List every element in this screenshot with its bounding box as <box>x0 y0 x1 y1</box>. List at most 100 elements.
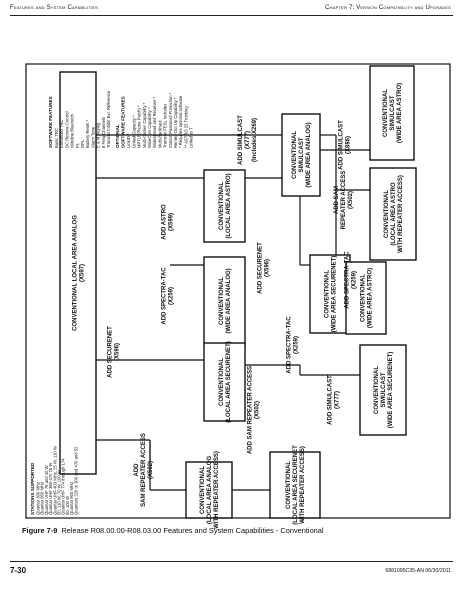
label-add-securenet-1-line-1: (X596) <box>115 343 121 361</box>
legend-software-features-item: Transmit Inhibit Ext. Reference <box>106 90 111 148</box>
footer-rule <box>10 561 453 562</box>
box-conv-local-securenet-ra-border <box>269 451 321 519</box>
box-conv-wide-astro-sc-text-line-2: (WIDE AREA ASTRO) <box>397 83 403 143</box>
legend-stations-item: Quantars 220 to 300 and 470 and 52 <box>73 446 78 515</box>
label-add-spectra-tac-2-line-1: (X259) <box>294 336 300 354</box>
legend-software-features-optional-subtitle: SOFTWARE FEATURES <box>120 96 125 148</box>
legend-stations-item: 50, 100 W <box>65 496 70 515</box>
label-add-sam-ra-right-line-2: (X502) <box>348 191 354 209</box>
legend-software-features-optional-title: OPTIONAL <box>115 124 120 148</box>
box-conv-local-analog-border <box>59 71 97 475</box>
box-conv-local-astro-text: CONVENTIONAL(LOCAL AREA ASTRO) <box>219 173 232 238</box>
box-conv-local-astro-border <box>203 169 246 243</box>
label-add-simulcast-right: ADD SIMULCAST(X886) <box>339 120 352 170</box>
legend-software-features-optional-item: Station Password Protection * <box>168 92 173 148</box>
label-add-simulcast-right-line-0: ADD SIMULCAST <box>339 120 345 170</box>
boxes-layer: CONVENTIONAL LOCAL AREA ANALOG(X597)CONV… <box>59 65 417 529</box>
box-conv-local-analog: CONVENTIONAL LOCAL AREA ANALOG(X597) <box>59 71 97 475</box>
label-add-spectra-tac-2: ADD SPECTRA-TAC(X259) <box>287 316 300 374</box>
box-conv-wide-securenet-border <box>309 254 351 334</box>
box-conv-wide-astro-border <box>345 261 387 335</box>
figure-caption: Figure 7-9 Release R08.00.00-R08.03.00 F… <box>22 526 324 535</box>
legend-software-features-item: DC Remote Control <box>64 111 69 148</box>
label-add-simulcast-bottom-line-0: ADD SIMULCAST <box>328 375 334 425</box>
legend-software-features-title: SOFTWARE FEATURES <box>48 96 53 148</box>
label-add-astro: ADD ASTRO(X599) <box>162 204 175 240</box>
box-conv-wide-securenet-text-line-1: (WIDE AREA SECURENET) <box>332 256 338 333</box>
legend-software-features-optional-item: Linked to T <box>189 127 194 148</box>
label-add-spectra-tac-1-line-0: ADD SPECTRA-TAC <box>162 267 168 325</box>
label-add-spectra-tac-2-line-0: ADD SPECTRA-TAC <box>287 316 293 374</box>
box-conv-local-securenet-ra-text-line-1: (LOCAL AREA SECURENET <box>293 445 299 525</box>
box-conv-wide-astro-text-line-1: (WIDE AREA ASTRO) <box>368 268 374 328</box>
legend-software-features-item: Basic TRC <box>54 128 59 148</box>
legend-software-features-optional-item: Linked Capacity * <box>131 115 136 148</box>
labels-layer: ADD SIMULCAST(X777)(Includes X269)ADD AS… <box>108 115 358 507</box>
box-conv-wide-astro-sc-text-line-1: SIMULCAST <box>390 95 396 130</box>
legend-software-features-optional-item: WiseCom Capability * <box>147 107 152 148</box>
document-reference: 6881095C35-AN 06/30/2011 <box>385 568 451 574</box>
label-add-simulcast-top-line-0: ADD SIMULCAST <box>238 115 244 165</box>
box-conv-local-astro: CONVENTIONAL(LOCAL AREA ASTRO) <box>203 169 246 243</box>
label-add-sam-ra-left-line-0: ADD <box>134 463 140 477</box>
label-add-securenet-2-line-0: ADD SECURENET <box>258 242 264 294</box>
box-conv-local-astro-ra-text-line-0: CONVENTIONAL <box>384 190 390 238</box>
box-conv-wide-securenet-sc-text-line-1: SIMULCAST <box>381 372 387 407</box>
box-conv-wide-securenet-sc-text-line-2: (WIDE AREA SECURENET) <box>388 352 394 429</box>
legend-stations-item: Quantar UHF 774 through 174 <box>61 458 66 515</box>
caption-prefix: Figure 7-9 <box>22 526 58 535</box>
legend-stations-item: Quantar UHF 403 MHz, 25 W, 110 W <box>52 446 57 515</box>
legend-software-features-item: E & M Keying <box>96 122 101 148</box>
legend-software-features-optional-item: Transmit FESL Includes <box>163 104 168 148</box>
legend-software-features-optional-item: * Requires optional software <box>178 95 183 148</box>
box-conv-local-astro-ra-border <box>369 167 417 261</box>
box-conv-wide-astro: CONVENTIONAL(WIDE AREA ASTRO) <box>345 261 387 335</box>
legend-software-features-optional-item: LinkID * <box>126 133 131 148</box>
box-conv-wide-analog-text-line-1: (WIDE AREA ANALOG) <box>226 268 232 333</box>
label-add-sam-ra-right-line-1: REPEATER ACCESS <box>341 171 347 230</box>
legend-stations-item: Quantar 900 MHz <box>69 482 74 515</box>
caption-text: Release R08.00.00-R08.03.00 Features and… <box>61 526 324 535</box>
label-add-sam-ra-mid-line-1: (X502) <box>255 401 261 419</box>
box-conv-local-analog-text-line-1: (X597) <box>80 264 86 282</box>
legend-stations-item: Quantar VHF 79 and 40 W <box>44 465 49 515</box>
legend-software-features-optional-item: ** ASTRO 25 Trunking <box>183 106 188 148</box>
legend-software-features-item: PL <box>75 142 80 148</box>
box-conv-local-astro-ra-text-line-2: WITH REPEATER ACCESS) <box>398 175 404 253</box>
box-conv-local-analog-ra-text-line-0: CONVENTIONAL <box>200 466 206 514</box>
legend-software-features-optional-item: Multi-Backhaul <box>157 120 162 148</box>
box-conv-wide-analog-border <box>203 256 246 346</box>
box-conv-local-securenet-text-line-0: CONVENTIONAL <box>219 358 225 406</box>
box-conv-wide-astro-sc-border <box>369 65 415 161</box>
box-conv-local-analog-ra-text-line-1: (LOCAL AREA ANALOG <box>207 456 213 525</box>
label-add-astro-line-1: (X599) <box>169 213 175 231</box>
label-add-securenet-2-line-1: (X596) <box>265 259 271 277</box>
legend-stations-item: Quantar UHF 380-470 25 W <box>48 463 53 515</box>
label-add-astro-line-0: ADD ASTRO <box>162 204 168 240</box>
box-conv-wide-analog-text-line-0: CONVENTIONAL <box>219 277 225 325</box>
label-add-spectra-tac-3-line-0: ADD SPECTRA-TAC <box>345 251 351 309</box>
box-conv-local-analog-ra-border <box>185 461 233 519</box>
box-conv-wide-analog-sc-text-line-0: CONVENTIONAL <box>292 131 298 179</box>
box-conv-local-analog-text-line-0: CONVENTIONAL LOCAL AREA ANALOG <box>73 215 79 331</box>
box-conv-wide-astro-text-line-0: CONVENTIONAL <box>361 274 367 322</box>
box-conv-wide-securenet-sc-border <box>359 344 407 436</box>
legend-software-features-item: DPL <box>80 139 85 148</box>
box-conv-local-securenet-text: CONVENTIONAL(LOCAL AREA SECURENET) <box>219 341 232 422</box>
page-number: 7-30 <box>10 566 27 575</box>
box-conv-local-analog-ra-text-line-2: WITH REPEATER ACCESS) <box>214 451 220 529</box>
label-add-sam-ra-mid: ADD SAM REPEATER ACCESS(X502) <box>248 366 261 454</box>
box-conv-wide-analog-sc-text-line-1: SIMULCAST <box>299 137 305 172</box>
box-conv-wide-securenet-sc-text-line-0: CONVENTIONAL <box>374 366 380 414</box>
box-conv-wide-analog-sc-border <box>281 113 321 197</box>
box-conv-local-securenet: CONVENTIONAL(LOCAL AREA SECURENET) <box>203 341 246 423</box>
box-conv-wide-securenet-text-line-0: CONVENTIONAL <box>325 270 331 318</box>
legend-software-features-item: Wireline Bluetooth <box>70 113 75 148</box>
